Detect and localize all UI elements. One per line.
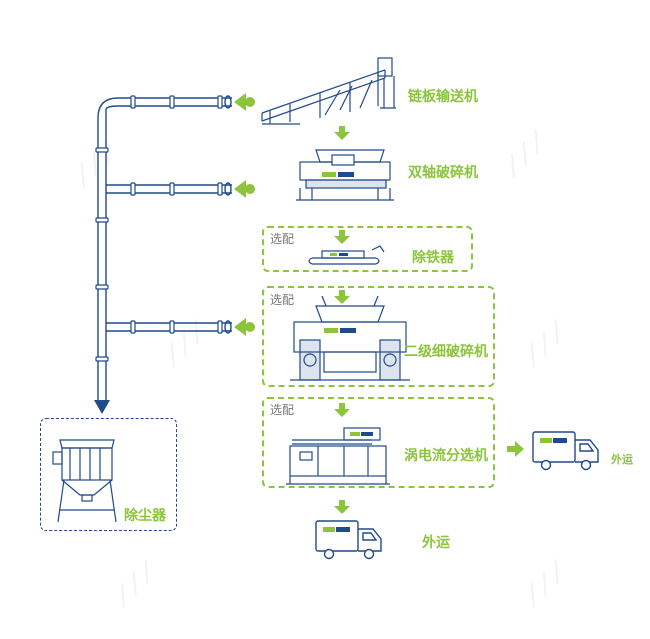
chain-conveyor-icon bbox=[261, 57, 396, 125]
iron-remover-box bbox=[262, 226, 473, 272]
fine-crusher-icon bbox=[290, 295, 410, 381]
secondary-crusher-option-tag: 选配 bbox=[270, 293, 295, 307]
dust-collector-box bbox=[40, 418, 177, 531]
ship-out-side-label: 外运 bbox=[611, 453, 633, 466]
eddy-separator-box bbox=[262, 397, 495, 488]
iron-remover-label: 除铁器 bbox=[412, 250, 454, 266]
twin-shaft-shredder-label: 双轴破碎机 bbox=[408, 165, 478, 181]
eddy-current-separator-icon bbox=[286, 427, 390, 485]
secondary-crusher-box bbox=[262, 286, 495, 387]
pipe-joints bbox=[95, 95, 223, 362]
suction-arrow-icon bbox=[234, 93, 255, 336]
arrow-down-icon bbox=[94, 400, 110, 414]
secondary-crusher-label: 二级细破碎机 bbox=[404, 344, 488, 360]
dust-collector-label: 除尘器 bbox=[124, 508, 166, 524]
chain-conveyor-label: 链板输送机 bbox=[408, 89, 478, 105]
eddy-separator-option-tag: 选配 bbox=[270, 403, 295, 417]
truck-icon bbox=[532, 431, 599, 471]
truck-icon bbox=[315, 520, 382, 560]
magnetic-separator-icon bbox=[308, 245, 385, 265]
iron-remover-option-tag: 选配 bbox=[270, 232, 295, 246]
duct-pipe-network bbox=[97, 97, 232, 400]
eddy-separator-label: 涡电流分选机 bbox=[404, 448, 488, 464]
twin-shaft-shredder-icon bbox=[296, 149, 394, 201]
suction-nozzle-icon bbox=[224, 95, 232, 334]
flow-arrows bbox=[334, 126, 524, 514]
ship-out-bottom-label: 外运 bbox=[422, 535, 450, 551]
dust-collector-icon bbox=[52, 439, 117, 523]
